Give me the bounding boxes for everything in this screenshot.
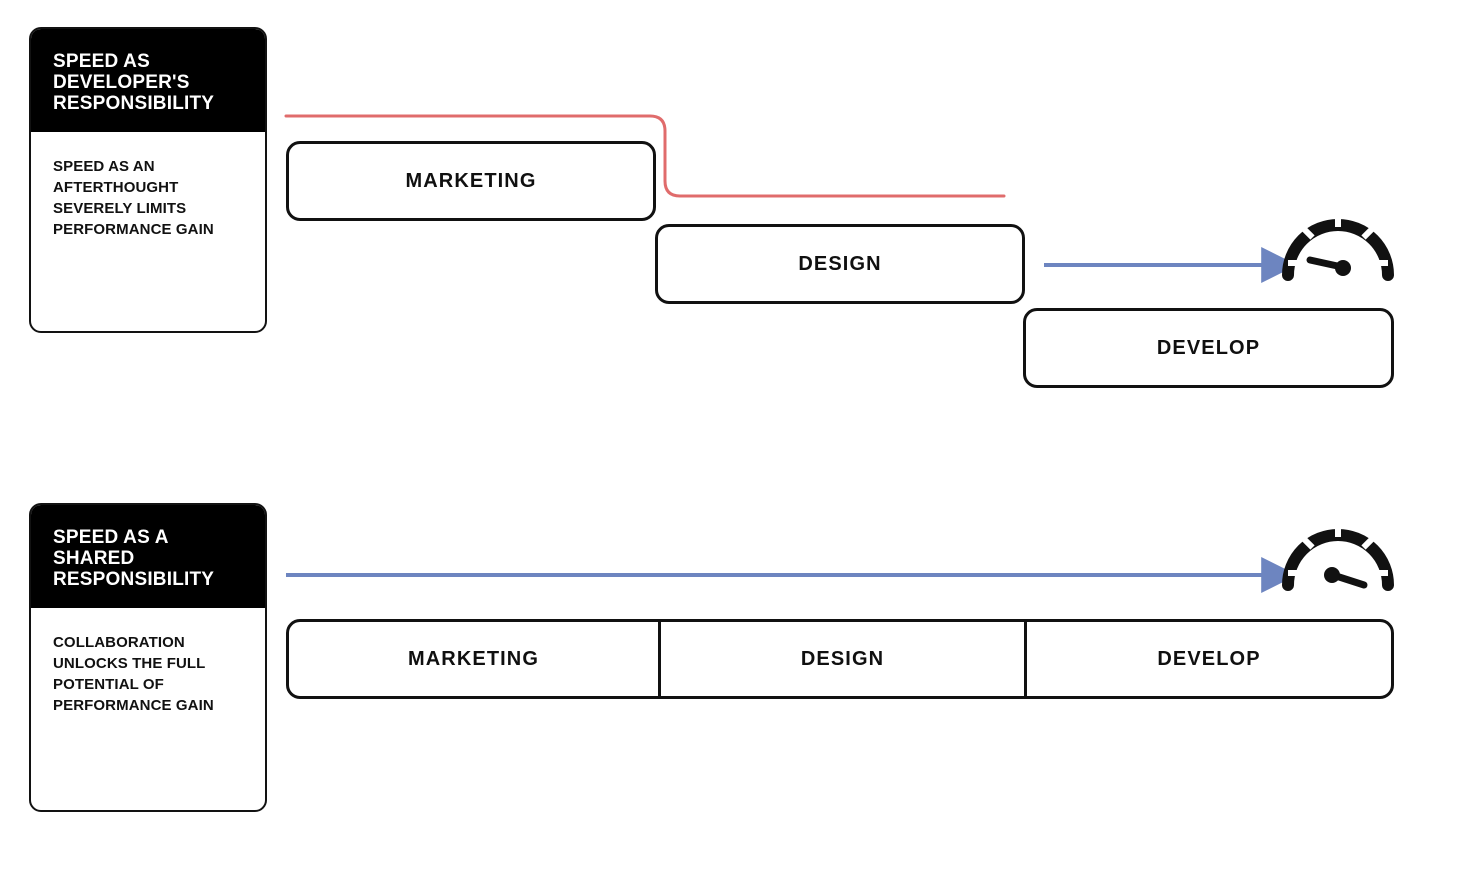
stage-label-design-row2: DESIGN — [800, 647, 885, 670]
stage-box-develop-row2[interactable]: DEVELOP — [1024, 622, 1391, 696]
stage-box-marketing-row1[interactable]: MARKETING — [286, 141, 656, 221]
card-developer-responsibility: SPEED AS DEVELOPER'S RESPONSIBILITY SPEE… — [29, 27, 267, 333]
card-shared-responsibility: SPEED AS A SHARED RESPONSIBILITY COLLABO… — [29, 503, 267, 812]
stage-label-marketing-row1: MARKETING — [405, 169, 537, 192]
stage-box-marketing-row2[interactable]: MARKETING — [289, 622, 658, 696]
card-title-shared-responsibility: SPEED AS A SHARED RESPONSIBILITY — [31, 505, 265, 608]
stage-label-develop-row1: DEVELOP — [1156, 336, 1261, 359]
stage-box-develop-row1[interactable]: DEVELOP — [1023, 308, 1394, 388]
speedometer-icon-row2 — [1282, 523, 1394, 591]
stage-box-design-row2[interactable]: DESIGN — [658, 622, 1024, 696]
card-body-developer-responsibility: SPEED AS AN AFTERTHOUGHT SEVERELY LIMITS… — [53, 158, 214, 238]
stage-label-marketing-row2: MARKETING — [407, 647, 539, 670]
speedometer-icon-row1 — [1282, 213, 1394, 281]
stage-label-develop-row2: DEVELOP — [1157, 647, 1261, 670]
stage-bar-row2: MARKETING DESIGN DEVELOP — [286, 619, 1394, 699]
card-body-shared-responsibility: COLLABORATION UNLOCKS THE FULL POTENTIAL… — [53, 634, 214, 714]
stage-box-design-row1[interactable]: DESIGN — [655, 224, 1025, 304]
stage-label-design-row1: DESIGN — [798, 252, 882, 275]
card-title-developer-responsibility: SPEED AS DEVELOPER'S RESPONSIBILITY — [31, 29, 265, 132]
